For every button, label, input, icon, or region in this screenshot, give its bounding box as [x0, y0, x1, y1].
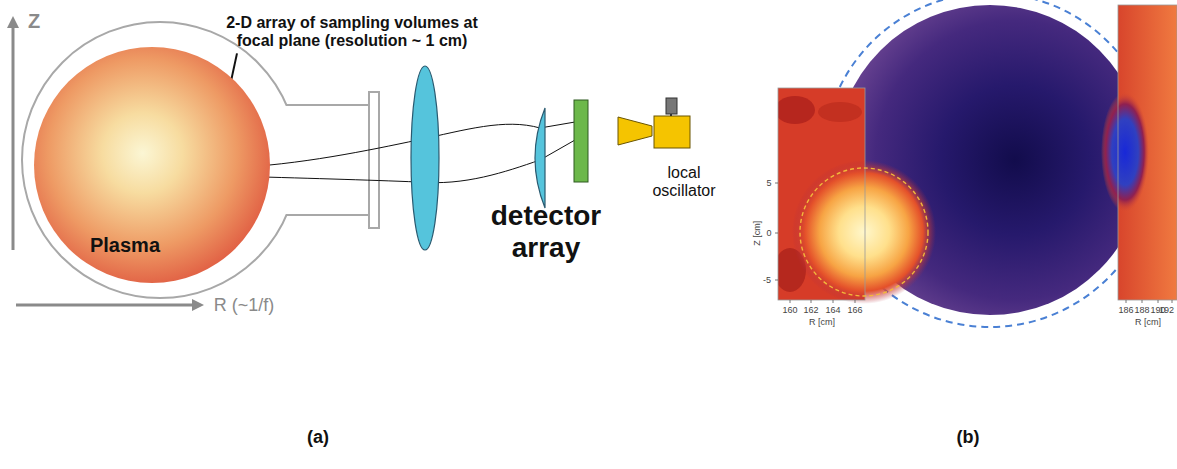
left-measurement-patch: [774, 88, 936, 304]
z-axis-arrow: [12, 22, 15, 250]
collection-lens: [411, 66, 439, 250]
tick-label: 5: [766, 178, 771, 188]
local-oscillator-symbol: [618, 98, 690, 148]
tick-label: 160: [782, 305, 797, 315]
panel-label: (b): [957, 427, 980, 448]
right-measurement-patch: [1101, 5, 1177, 300]
component-label: detector array: [471, 200, 621, 264]
component-label: local oscillator: [639, 164, 729, 201]
tick-label: 192: [1159, 305, 1174, 315]
axis-title: R [cm]: [809, 317, 835, 327]
plasma-circle: Plasma: [34, 47, 270, 283]
r-axis-arrow: [16, 304, 198, 307]
tick-label: 166: [847, 305, 862, 315]
callout-text: 2-D array of sampling volumes at focal p…: [207, 14, 497, 51]
focusing-lens: [535, 108, 545, 208]
tick-label: 0: [766, 228, 771, 238]
tick-label: 162: [803, 305, 818, 315]
dashed-contour: [800, 168, 928, 296]
axis-title: R [cm]: [1135, 317, 1161, 327]
axis-title: Z [cm]: [752, 221, 762, 246]
beam-lines: [228, 122, 575, 183]
axis-label: R (~1/f): [214, 295, 275, 316]
panel-label: (a): [307, 427, 329, 448]
tick-label: 188: [1134, 305, 1149, 315]
node-label: Plasma: [90, 234, 160, 257]
vacuum-vessel: [22, 22, 379, 298]
axis-label: Z: [28, 10, 40, 33]
hot-spot: [792, 160, 936, 304]
tick-label: 164: [825, 305, 840, 315]
detector-array: [574, 100, 588, 182]
tick-label: 186: [1118, 305, 1133, 315]
tick-label: -5: [763, 275, 771, 285]
tick-marks: [775, 183, 1172, 303]
